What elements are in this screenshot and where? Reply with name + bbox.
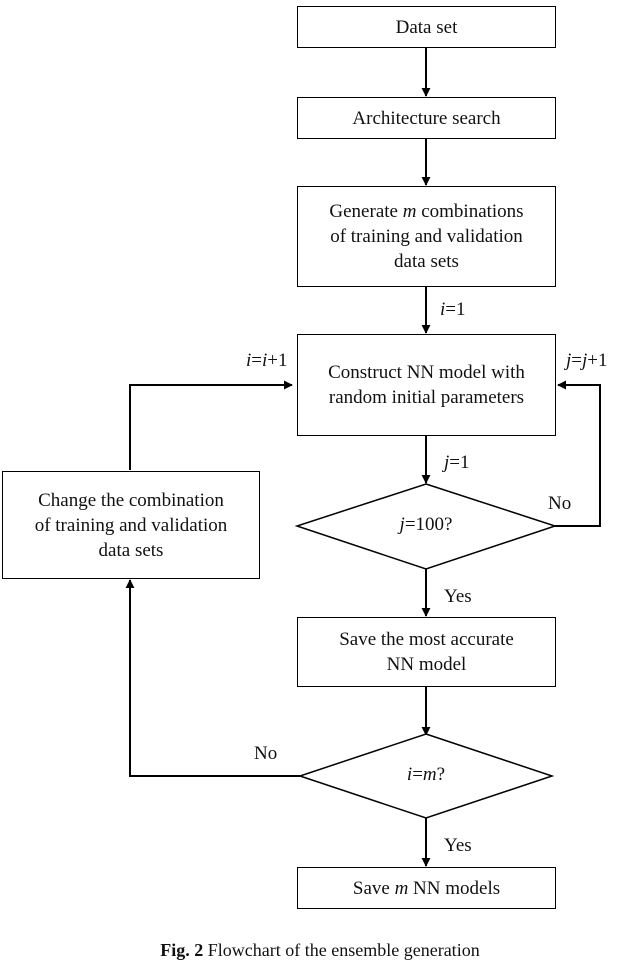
node-save-most-accurate: Save the most accurate NN model	[297, 617, 556, 687]
decision-i-text: i=m?	[406, 764, 446, 785]
change-line-3: data sets	[98, 539, 164, 561]
node-generate-combinations: Generate m combinations of training and …	[297, 186, 556, 287]
node-construct-nn: Construct NN model with random initial p…	[297, 334, 556, 436]
label-yes-j: Yes	[444, 586, 472, 607]
decision-j-text: j=100?	[399, 514, 453, 535]
arrow-loop-j-no	[555, 380, 601, 527]
change-line-1: Change the combination	[38, 489, 224, 511]
arrow-change-to-construct	[129, 380, 293, 470]
label-no-i: No	[254, 743, 278, 764]
node-save-m-models: Save m NN models	[297, 867, 556, 909]
generate-line-2: of training and validation	[330, 226, 523, 247]
node-architecture-search: Architecture search	[297, 97, 556, 139]
decision-i-diamond	[297, 733, 555, 819]
node-data-set: Data set	[297, 6, 556, 48]
generate-line-1: Generate m combinations	[329, 201, 524, 222]
label-yes-i: Yes	[444, 835, 472, 856]
change-line-2: of training and validation	[34, 514, 228, 536]
figure-caption: Fig. 2 Flowchart of the ensemble generat…	[160, 940, 480, 960]
label-i-init: i=1	[440, 299, 466, 320]
label-j-increment: j=j+1	[566, 350, 608, 371]
node-change-combination: Change the combination of training and v…	[2, 471, 260, 579]
construct-line-1: Construct NN model with	[328, 362, 525, 383]
label-no-j: No	[548, 493, 572, 514]
save-most-line-2: NN model	[386, 654, 467, 675]
construct-line-2: random initial parameters	[328, 387, 525, 408]
save-most-line-1: Save the most accurate	[339, 629, 514, 650]
decision-j-diamond	[294, 483, 558, 570]
label-j-init: j=1	[444, 452, 470, 473]
label-i-increment: i=i+1	[246, 350, 288, 371]
generate-line-3: data sets	[394, 251, 459, 272]
arrow-decision-i-no	[125, 579, 300, 777]
